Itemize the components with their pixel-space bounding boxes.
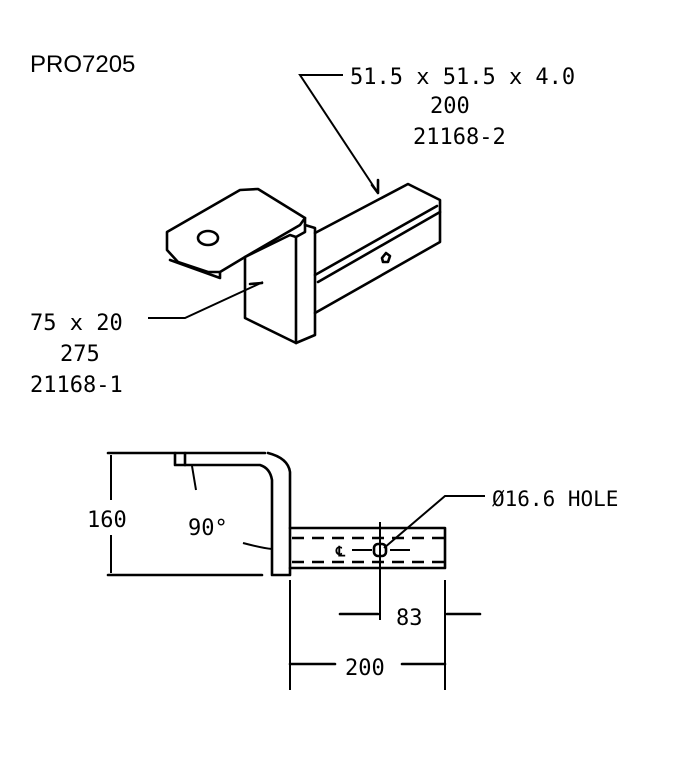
tube-length-dimension: 200 [345,656,385,681]
tube-part-number: 21168-2 [413,125,506,150]
height-dimension: 160 [87,508,127,533]
isometric-view [148,74,442,345]
side-view: ℄ 160 90° Ø16.6 HOLE 83 200 [87,451,618,690]
tube-size: 51.5 x 51.5 x 4.0 [350,65,575,90]
plate-length: 275 [60,342,100,367]
angle-dimension: 90° [188,516,228,541]
tube-callout: 51.5 x 51.5 x 4.0 200 21168-2 [350,65,575,150]
hole-offset-dimension: 83 [396,606,423,631]
centerline-symbol-icon: ℄ [335,544,346,560]
drawing-title: PRO7205 [30,51,135,78]
plate-size: 75 x 20 [30,311,123,336]
plate-callout: 75 x 20 275 21168-1 [30,311,123,398]
plate-part-number: 21168-1 [30,373,123,398]
tube-length: 200 [430,94,470,119]
hole-callout: Ø16.6 HOLE [492,487,618,511]
